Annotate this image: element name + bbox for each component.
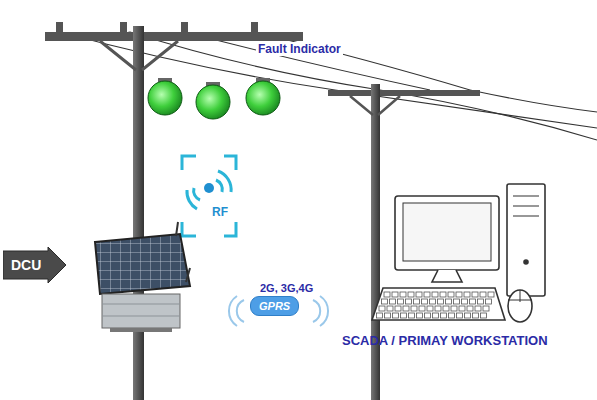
utility-pole — [45, 22, 303, 400]
workstation-label: SCADA / PRIMAY WORKSTATION — [340, 333, 550, 348]
dcu-label: DCU — [3, 247, 66, 283]
rf-badge: RF — [212, 205, 228, 219]
keyboard-keys — [377, 292, 495, 318]
workstation — [372, 184, 545, 322]
rf-label: RF — [212, 205, 228, 219]
dcu-unit — [95, 222, 190, 332]
rf-icon — [182, 156, 236, 236]
dcu-arrow: DCU — [3, 247, 66, 283]
gprs-badge: 2G, 3G,4G GPRS — [250, 282, 314, 316]
arrow-outline — [3, 247, 66, 283]
signal-waves — [229, 296, 328, 326]
network-label: 2G, 3G,4G — [260, 282, 314, 294]
component-label: Fault Indicator — [256, 42, 343, 56]
fault-indicators — [148, 78, 280, 119]
gprs-label: GPRS — [250, 296, 299, 316]
rf-dot — [204, 183, 214, 193]
